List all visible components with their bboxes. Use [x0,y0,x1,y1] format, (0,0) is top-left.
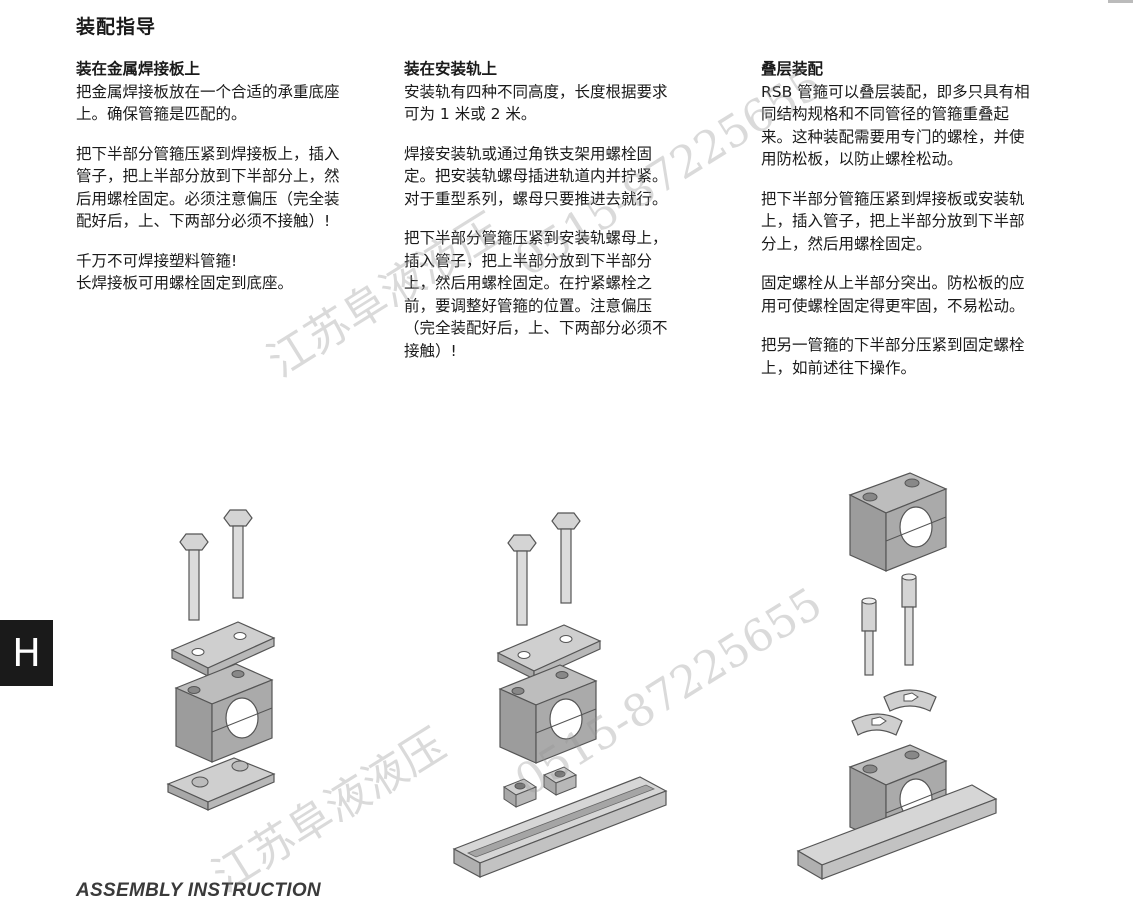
paragraph: 把另一管箍的下半部分压紧到固定螺栓上，如前述往下操作。 [761,336,1025,377]
edge-mark [1108,0,1133,3]
clamp-body-icon [498,664,598,764]
column-mounting-rail: 装在安装轨上 安装轨有四种不同高度，长度根据要求可为 1 米或 2 米。 焊接安… [404,58,674,379]
paragraph: 把金属焊接板放在一个合适的承重底座上。确保管箍是匹配的。 [76,82,340,124]
section-heading: 叠层装配 [761,60,824,78]
paragraph: RSB 管箍可以叠层装配，即多只具有相同结构规格和不同管径的管箍重叠起来。这种装… [761,82,1030,169]
bolt-icon [179,533,209,621]
mounting-rail-icon [452,776,668,879]
bolt-icon [551,512,581,604]
section-heading: 装在金属焊接板上 [76,60,201,78]
paragraph: 安装轨有四种不同高度，长度根据要求可为 1 米或 2 米。 [404,82,668,124]
rail-nut-icon [502,778,538,808]
paragraph: 把下半部分管箍压紧到焊接板或安装轨上，插入管子，把上半部分放到下半部分上，然后用… [761,189,1025,253]
locking-plate-icon [851,713,903,736]
mounting-rail-assembly-illustration [452,512,668,879]
column-weld-plate: 装在金属焊接板上 把金属焊接板放在一个合适的承重底座上。确保管箍是匹配的。 把下… [76,58,344,312]
paragraph: 千万不可焊接塑料管箍! 长焊接板可用螺栓固定到底座。 [76,251,294,293]
section-tab: H [0,620,53,686]
stacking-bolt-icon [861,597,877,676]
weld-plate-assembly-illustration [166,509,276,811]
footer-caption: ASSEMBLY INSTRUCTION [76,880,321,901]
section-heading: 装在安装轨上 [404,60,498,78]
bolt-icon [507,534,537,626]
rail-nut-icon [542,766,578,796]
page-title: 装配指导 [76,16,157,38]
clamp-body-icon [174,663,274,763]
weld-plate-icon [166,757,276,811]
paragraph: 固定螺栓从上半部分突出。防松板的应用可使螺栓固定得更牢固，不易松动。 [761,274,1025,315]
paragraph: 把下半部分管箍压紧到焊接板上，插入管子，把上半部分放到下半部分上，然后用螺栓固定… [76,144,340,231]
cover-plate-icon [170,621,276,677]
bolt-icon [223,509,253,599]
stacked-assembly-illustration [796,472,998,881]
mounting-rail-icon [796,784,998,881]
clamp-body-icon [848,472,948,572]
stacking-bolt-icon [901,573,917,666]
paragraph: 焊接安装轨或通过角铁支架用螺栓固定。把安装轨螺母插进轨道内并拧紧。对于重型系列，… [404,144,668,208]
paragraph: 把下半部分管箍压紧到安装轨螺母上，插入管子，把上半部分放到下半部分上，然后用螺栓… [404,229,668,360]
locking-plate-icon [883,689,937,712]
column-stacked-assembly: 叠层装配 RSB 管箍可以叠层装配，即多只具有相同结构规格和不同管径的管箍重叠起… [761,58,1031,396]
